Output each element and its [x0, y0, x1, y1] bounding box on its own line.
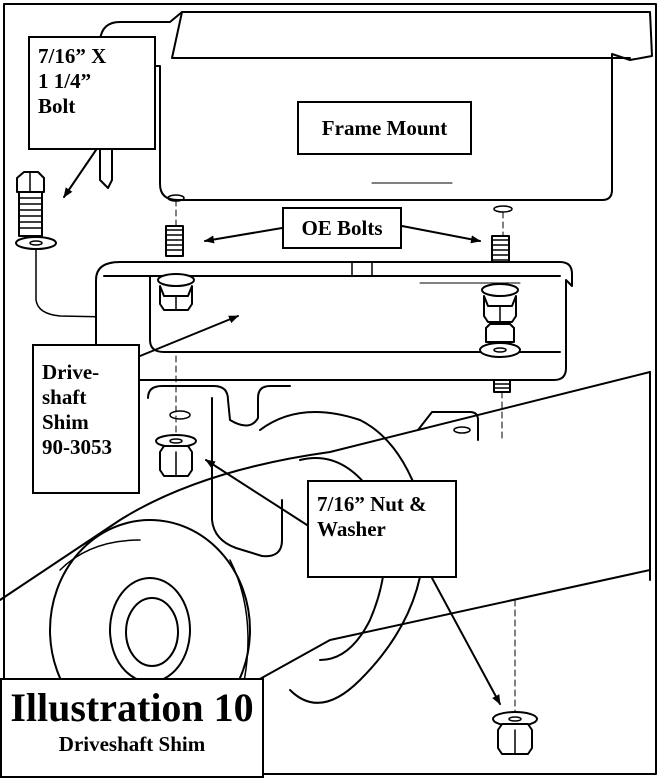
nut-callout-line-1: 7/16” Nut & — [317, 492, 427, 516]
bolt-callout: 7/16” X 1 1/4” Bolt — [28, 36, 156, 150]
shim-nut-left — [157, 273, 195, 311]
bolt-arrow — [63, 149, 97, 198]
shim-bottom-stud — [493, 379, 511, 393]
nut-arrow-right — [431, 577, 501, 705]
lower-nut-right — [492, 711, 538, 755]
frame-mount-callout: Frame Mount — [297, 101, 472, 155]
bolt-callout-line-3: Bolt — [38, 94, 76, 118]
center-lines — [175, 199, 516, 713]
frame-mount-label: Frame Mount — [321, 116, 448, 140]
shim-arrow — [139, 315, 239, 357]
oe-arrow-left — [204, 227, 283, 244]
loose-bolt — [16, 171, 45, 237]
leader-arrows — [63, 149, 501, 705]
shim-nut-right-bottom — [479, 323, 521, 358]
page-border — [3, 3, 657, 775]
shim-callout-line-1: Drive- — [42, 360, 100, 384]
shim-callout-line-4: 90-3053 — [42, 435, 112, 459]
oe-bolt-left — [165, 225, 184, 257]
illustration-title: Illustration 10 — [10, 685, 254, 730]
illustration-subtitle: Driveshaft Shim — [58, 732, 206, 756]
nut-arrow-left — [205, 459, 308, 526]
lower-nut-left — [155, 434, 197, 477]
bolt-center-line — [35, 248, 159, 319]
illustration-title-box: Illustration 10 Driveshaft Shim — [0, 678, 264, 778]
nut-callout-line-2: Washer — [317, 517, 386, 541]
shim-callout: Drive- shaft Shim 90-3053 — [32, 344, 140, 494]
oe-bolts-label: OE Bolts — [301, 216, 383, 240]
shim-callout-line-3: Shim — [42, 410, 89, 434]
oe-bolts-callout: OE Bolts — [282, 207, 402, 249]
bolt-callout-line-2: 1 1/4” — [38, 69, 92, 93]
oe-bolt-right — [491, 235, 510, 265]
bolt-callout-line-1: 7/16” X — [38, 44, 107, 68]
oe-arrow-right — [401, 225, 481, 244]
loose-washer — [15, 236, 57, 250]
shim-nut-right-top — [481, 283, 519, 323]
shim-callout-line-2: shaft — [42, 385, 87, 409]
nut-washer-callout: 7/16” Nut & Washer — [307, 480, 457, 578]
